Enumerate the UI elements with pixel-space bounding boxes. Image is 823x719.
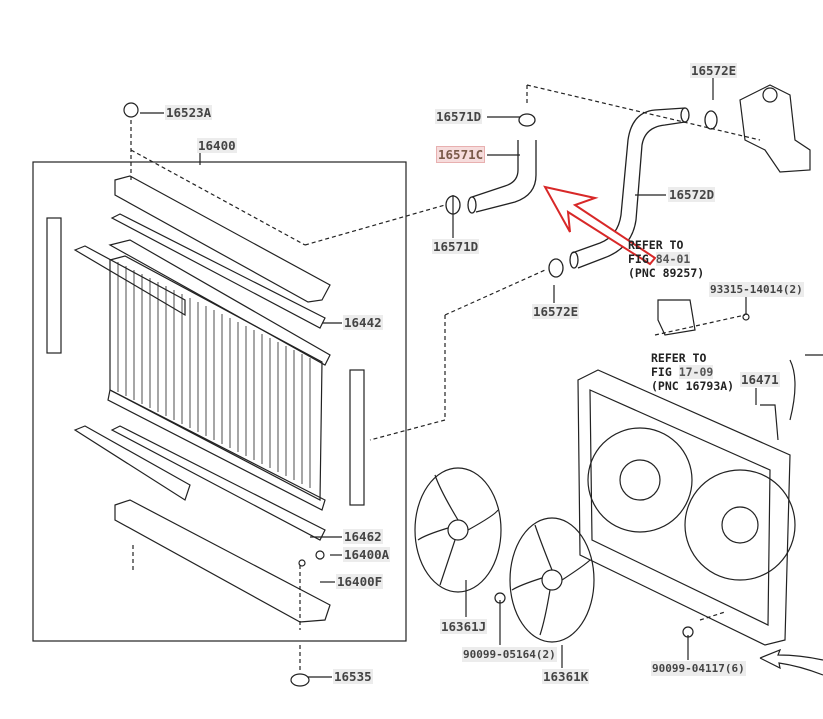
part-label-16400A[interactable]: 16400A	[343, 547, 391, 562]
radiator-assembly-box	[32, 161, 407, 642]
reference-note-fig-84-01[interactable]: REFER TO FIG 84-01 (PNC 89257)	[628, 238, 704, 280]
reference-fig[interactable]: 17-09	[678, 365, 714, 379]
reference-pnc-prefix: (PNC	[628, 266, 663, 280]
water-outlet-drawing	[739, 84, 811, 173]
part-label-16523A[interactable]: 16523A	[165, 105, 213, 120]
reference-line1: REFER TO	[628, 238, 684, 252]
part-label-16471[interactable]: 16471	[740, 372, 780, 387]
hose-16572D	[548, 107, 718, 278]
part-label-16571D-bottom[interactable]: 16571D	[432, 239, 480, 254]
fan-shroud-drawing	[577, 354, 823, 646]
part-label-16462[interactable]: 16462	[343, 529, 383, 544]
part-label-16572E-top[interactable]: 16572E	[690, 63, 738, 78]
part-label-16400[interactable]: 16400	[197, 138, 237, 153]
part-label-16400F[interactable]: 16400F	[336, 574, 384, 589]
view-arrow-icon	[759, 648, 823, 676]
part-label-90099-05164[interactable]: 90099-05164(2)	[462, 647, 557, 662]
part-label-16535[interactable]: 16535	[333, 669, 373, 684]
part-label-16571C[interactable]: 16571C	[435, 146, 486, 163]
reference-pnc: 89257)	[662, 266, 705, 280]
radiator-drawing	[46, 102, 365, 687]
reference-line1: REFER TO	[651, 351, 707, 365]
part-label-16442[interactable]: 16442	[343, 315, 383, 330]
part-label-16572D[interactable]: 16572D	[668, 187, 716, 202]
part-label-16361K[interactable]: 16361K	[542, 669, 590, 684]
part-label-16572E-bottom[interactable]: 16572E	[532, 304, 580, 319]
sensor-drawing	[657, 299, 750, 336]
highlight-arrow-icon	[543, 185, 657, 266]
part-label-93315-14014[interactable]: 93315-14014(2)	[709, 282, 804, 297]
part-label-90099-04117[interactable]: 90099-04117(6)	[651, 661, 746, 676]
reference-fig-prefix: FIG	[628, 252, 656, 266]
fan-16361K-drawing	[494, 517, 694, 643]
leader-lines	[140, 78, 757, 678]
hose-16571C	[445, 113, 537, 215]
reference-fig[interactable]: 84-01	[655, 252, 691, 266]
reference-pnc-prefix: (PNC	[651, 379, 686, 393]
part-label-16361J[interactable]: 16361J	[440, 619, 488, 634]
reference-fig-prefix: FIG	[651, 365, 679, 379]
reference-pnc: 16793A)	[685, 379, 735, 393]
part-label-16571D-top[interactable]: 16571D	[435, 109, 483, 124]
reference-note-fig-17-09[interactable]: REFER TO FIG 17-09 (PNC 16793A)	[651, 351, 734, 393]
fan-16361J-drawing	[414, 467, 502, 593]
